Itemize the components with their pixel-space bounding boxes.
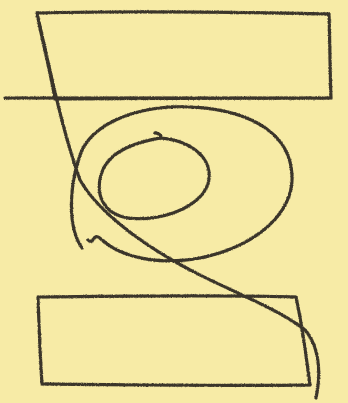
horizontal-line	[5, 97, 330, 98]
outer-loop	[71, 107, 292, 261]
top-rectangle	[37, 12, 331, 99]
diagonal-stroke	[37, 13, 319, 398]
inner-loop	[99, 133, 209, 219]
